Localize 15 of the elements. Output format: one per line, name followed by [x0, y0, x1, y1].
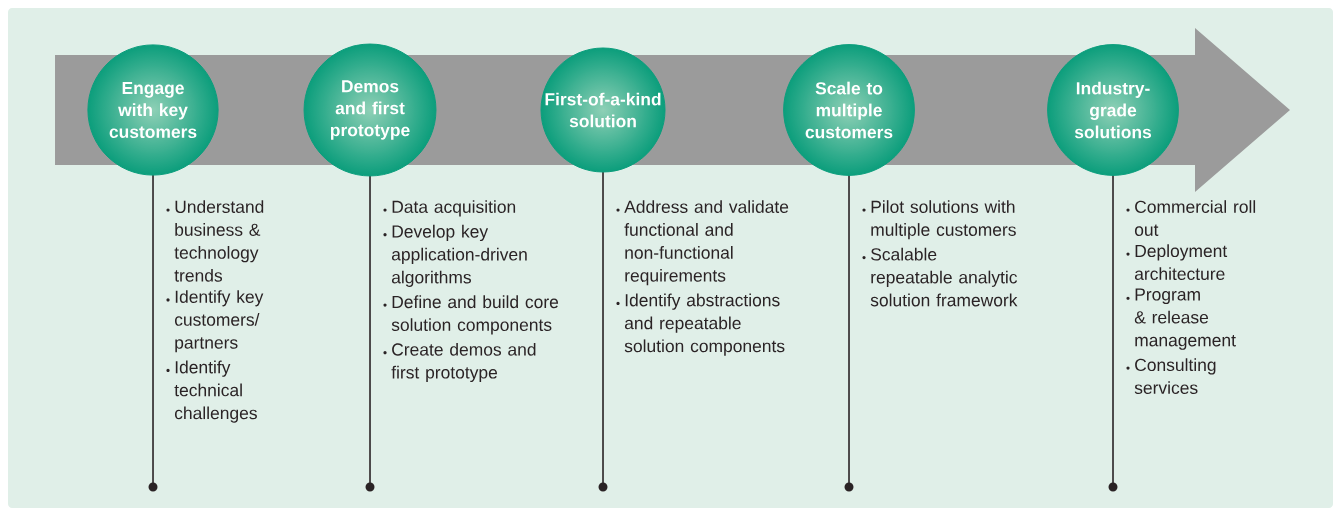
bullet-item: Develop key application-driven algorithms [383, 224, 527, 287]
bullet-item: Pilot solutions with multiple customers [862, 200, 1016, 240]
bullet-item: Identify key customers/ partners [166, 290, 264, 353]
bullet-item: Data acquisition [383, 200, 516, 217]
bullet-item: Scalable repeatable analytic solution framework [862, 247, 1018, 307]
bullet-item: Understand business & technology trends [166, 200, 264, 282]
bullet-item: Commercial roll out [1126, 200, 1256, 236]
bullet-item: Program & release management [1126, 288, 1236, 350]
bullet-item: Identify abstractions and repeatable solution components [616, 293, 785, 356]
bullet-item: Address and validate functional and non-functional requirements [616, 200, 789, 286]
bullet-item: Identify technical challenges [166, 360, 257, 423]
bullet-item: Consulting services [1126, 358, 1216, 394]
bullet-item: Define and build core solution components [383, 295, 559, 335]
bullet-item: Deployment architecture [1126, 244, 1228, 281]
bullet-item: Create demos and first prototype [383, 342, 536, 383]
